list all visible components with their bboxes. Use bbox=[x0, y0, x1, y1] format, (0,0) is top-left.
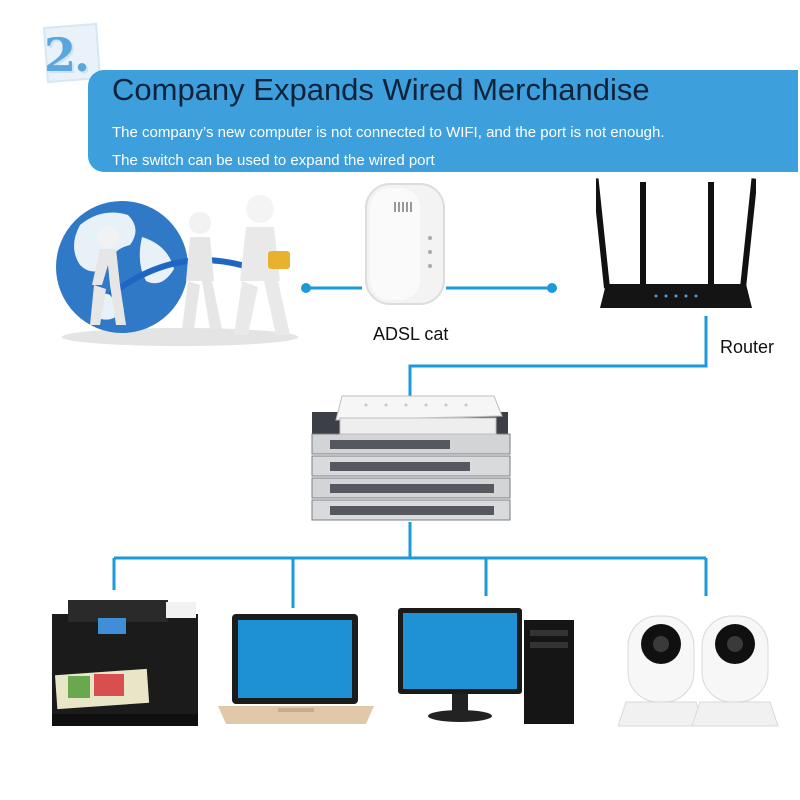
desktop-computer-icon bbox=[398, 608, 574, 724]
globe-people-icon bbox=[56, 195, 298, 346]
router-label: Router bbox=[720, 337, 775, 357]
modem-label: ADSL cat bbox=[373, 324, 449, 344]
network-switch-stack-icon bbox=[311, 395, 511, 521]
router-icon bbox=[596, 178, 756, 308]
subtitle-line-2: The switch can be used to expand the wir… bbox=[112, 152, 435, 169]
subtitle-line-1: The company’s new computer is not connec… bbox=[112, 124, 665, 141]
title-banner bbox=[88, 70, 798, 172]
page-title: Company Expands Wired Merchandise bbox=[112, 72, 650, 107]
adsl-modem-icon bbox=[365, 183, 445, 305]
printer-icon bbox=[52, 600, 198, 726]
laptop-icon bbox=[218, 614, 374, 724]
security-cameras-icon bbox=[618, 615, 779, 727]
step-number: 2. bbox=[44, 28, 90, 82]
